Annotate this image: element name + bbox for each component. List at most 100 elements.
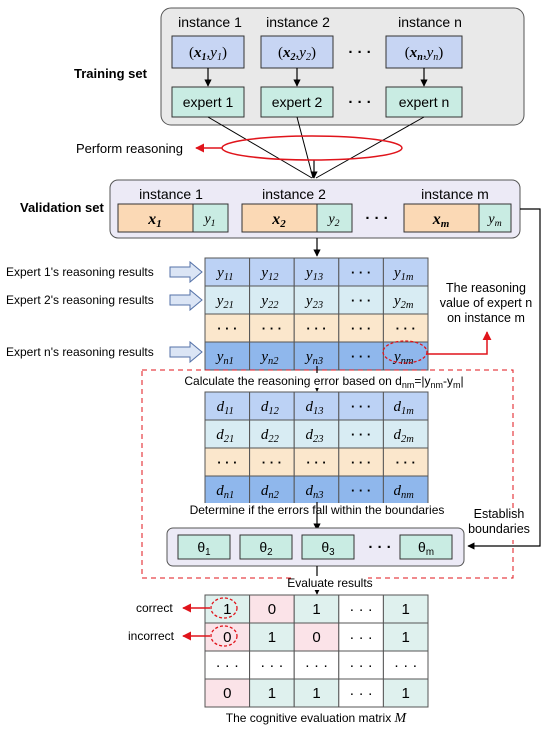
m-matrix-value: 0	[223, 629, 231, 646]
d-matrix-value: d23	[306, 427, 324, 445]
caption: The cognitive evaluation matrix M	[226, 711, 408, 726]
theta-ellipsis: · · ·	[368, 539, 391, 556]
training-set-label: Training set	[74, 66, 148, 81]
m-matrix-cell	[338, 678, 384, 708]
expert-1-label: expert 1	[183, 94, 234, 110]
theta-value: θ2	[259, 539, 272, 558]
m-matrix-value: · · ·	[349, 601, 372, 618]
ynm-highlight	[382, 340, 428, 364]
y-matrix-cell	[382, 257, 429, 287]
perform-reasoning-label: Perform reasoning	[76, 141, 183, 156]
d-matrix-value: d1m	[394, 399, 415, 417]
d-matrix-value: dn3	[306, 483, 324, 501]
theta-cell	[399, 534, 453, 560]
establish-line-2: boundaries	[468, 522, 530, 536]
y-matrix-ellipsis: · · ·	[396, 321, 416, 336]
training-pair-n	[385, 35, 463, 69]
m-matrix-value: · · ·	[260, 657, 283, 674]
d-matrix-cell	[249, 447, 295, 477]
y-matrix-cell	[204, 313, 251, 343]
m-matrix-cell	[249, 650, 295, 680]
d-matrix-value: dn1	[216, 483, 234, 501]
d-matrix-ellipsis: · · ·	[351, 455, 371, 470]
y-matrix-cell	[204, 257, 251, 287]
validation-y2-cell	[316, 203, 353, 233]
validation-x2-cell	[241, 203, 318, 233]
d-matrix-ellipsis: · · ·	[306, 455, 326, 470]
training-instance-1: instance 1	[178, 14, 242, 30]
y-matrix-value: y1m	[392, 265, 414, 283]
y-matrix-cell	[382, 313, 429, 343]
d-matrix-value: d11	[217, 399, 234, 417]
validation-instance-1: instance 1	[139, 186, 203, 202]
theta-value: θ1	[197, 539, 210, 558]
incorrect-label: incorrect	[128, 629, 175, 643]
d-matrix-value: dn2	[261, 483, 280, 501]
validation-instance-m: instance m	[421, 186, 489, 202]
y-matrix-ellipsis: · · ·	[351, 265, 371, 280]
validation-x-text: xm	[432, 211, 450, 230]
determine-text: Determine if the errors fall within the …	[190, 503, 445, 517]
y-matrix-value: y23	[304, 293, 323, 311]
m-matrix-value: 1	[223, 601, 231, 618]
y-matrix-ellipsis: · · ·	[306, 321, 326, 336]
m-matrix-cell	[204, 622, 251, 652]
m-matrix-value: · · ·	[349, 657, 372, 674]
y-matrix-value: y2m	[392, 293, 414, 311]
m-matrix-value: 1	[312, 685, 320, 702]
validation-xm-cell	[403, 203, 480, 233]
d-matrix-cell	[382, 475, 429, 505]
y-matrix-value: yn3	[304, 349, 323, 367]
training-pair-text: (x1,y1)	[189, 45, 227, 63]
m-matrix-cell	[382, 650, 429, 680]
training-pair-1	[171, 35, 245, 69]
training-pair-2	[260, 35, 334, 69]
m-matrix-value: · · ·	[349, 629, 372, 646]
m-matrix-cell	[338, 622, 384, 652]
y-matrix-value: y22	[259, 293, 279, 311]
m-matrix-value: 1	[268, 685, 276, 702]
m-matrix-value: 0	[312, 629, 320, 646]
validation-x1-cell	[117, 203, 194, 233]
validation-ym-cell	[478, 203, 512, 233]
validation-y-text: y1	[202, 212, 215, 229]
calc-error-text: Calculate the reasoning error based on d…	[184, 374, 463, 390]
theta-value: θm	[418, 539, 434, 558]
y-matrix-value: y21	[215, 293, 234, 311]
m-matrix-value: 0	[268, 601, 276, 618]
y-matrix-cell	[249, 257, 295, 287]
reasoning-ellipse	[221, 135, 403, 161]
y-matrix-ellipsis: · · ·	[351, 293, 371, 308]
y-matrix-value: y11	[215, 265, 233, 283]
validation-set-label: Validation set	[20, 200, 104, 215]
m-matrix-value: 0	[223, 685, 231, 702]
d-matrix-value: d22	[261, 427, 280, 445]
y-matrix-cell	[249, 341, 295, 371]
d-matrix-value: d13	[306, 399, 324, 417]
theta-cell	[177, 534, 231, 560]
m-matrix-cell	[204, 650, 251, 680]
d-matrix-ellipsis: · · ·	[217, 455, 237, 470]
d-matrix-cell	[204, 447, 251, 477]
d-matrix-value: d12	[261, 399, 280, 417]
theta-cell	[301, 534, 355, 560]
annotation-line-1: The reasoning	[446, 281, 526, 295]
m-matrix-cell	[293, 650, 340, 680]
expert-2-box	[260, 86, 334, 118]
d-matrix-ellipsis: · · ·	[351, 483, 371, 498]
incorrect-highlight	[210, 625, 238, 647]
d-matrix-cell	[382, 447, 429, 477]
expert-n-box	[385, 86, 463, 118]
evaluate-results-text: Evaluate results	[287, 576, 372, 590]
annotation-line-2: value of expert n	[440, 296, 532, 310]
d-matrix-ellipsis: · · ·	[351, 399, 371, 414]
reasoning-label: Expert n's reasoning results	[6, 345, 154, 359]
d-matrix-cell	[249, 475, 295, 505]
m-matrix-value: · · ·	[394, 657, 417, 674]
d-matrix-value: d21	[216, 427, 234, 445]
expert-n-label: expert n	[399, 94, 450, 110]
training-instance-n: instance n	[398, 14, 462, 30]
y-matrix-cell	[293, 285, 340, 315]
y-matrix-value: y12	[259, 265, 279, 283]
